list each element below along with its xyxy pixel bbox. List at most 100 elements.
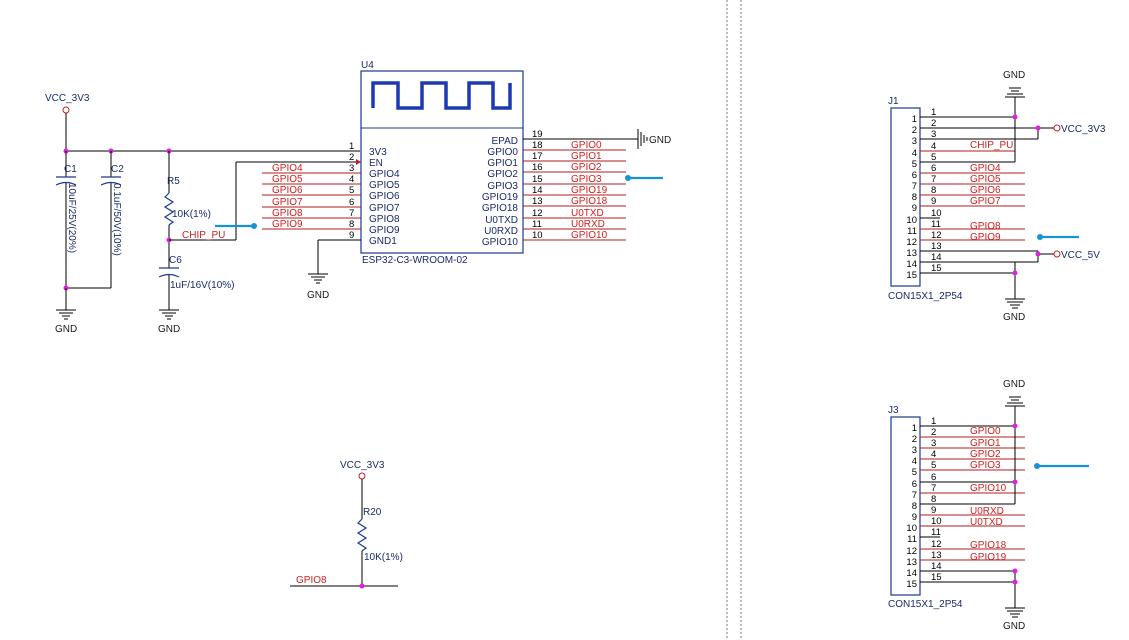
junction-dot [359,583,365,589]
svg-text:1: 1 [912,114,917,125]
net-label: GPIO6 [272,185,303,196]
svg-text:1: 1 [931,416,936,427]
net-label: GPIO19 [571,185,608,196]
svg-text:GPIO10: GPIO10 [482,237,519,248]
svg-text:15: 15 [931,263,942,274]
u4-pin-left: 9 GND1 [318,230,397,247]
u4-pin-right: 17 GPIO1 GPIO1 [487,151,626,169]
svg-text:8: 8 [931,185,936,196]
svg-text:2: 2 [912,125,917,136]
svg-text:1: 1 [349,141,354,152]
svg-text:11: 11 [931,219,941,230]
gnd-label: GND [1003,70,1025,81]
u4-pin-right: 19 EPAD [492,129,638,147]
gnd-label: GND [649,135,671,146]
svg-text:13: 13 [931,241,942,252]
gnd-symbol-j3-top: GND [940,379,1025,505]
svg-text:GPIO0: GPIO0 [487,147,518,158]
svg-text:9: 9 [931,196,936,207]
u4-pin-right: 15 GPIO3 GPIO3 [487,174,626,192]
net-label: GPIO9 [970,232,1001,243]
svg-text:10: 10 [906,523,917,534]
r5-ref: R5 [167,176,180,187]
svg-text:17: 17 [532,151,543,162]
resistor-r20: R20 10K(1%) [356,507,403,586]
gnd-label: GND [307,290,329,301]
svg-text:GPIO9: GPIO9 [369,225,400,236]
u4-pin-left: 7 GPIO8 GPIO8 [262,208,400,225]
j1-ref: J1 [888,96,899,107]
svg-text:8: 8 [931,494,936,505]
gnd-label: GND [1003,379,1025,390]
u4-pin-right: 14 GPIO19 GPIO19 [482,185,626,203]
gnd-symbol-u4: GND [307,240,329,301]
svg-text:2: 2 [912,434,917,445]
capacitor-c2: C2 0.1uF/50V(10%) [100,151,124,288]
net-label: GPIO9 [272,219,303,230]
u4-pin-left: 6 GPIO7 GPIO7 [262,197,400,214]
svg-text:7: 7 [931,483,936,494]
junction-dot [1012,568,1018,574]
net-label: CHIP_PU [970,140,1013,151]
svg-text:9: 9 [912,512,917,523]
blue-marker-dot [251,223,257,229]
net-label: GPIO7 [272,197,303,208]
svg-text:12: 12 [931,230,942,241]
svg-text:GPIO19: GPIO19 [482,192,519,203]
svg-text:GPIO8: GPIO8 [369,214,400,225]
c2-value: 0.1uF/50V(10%) [111,183,122,256]
gnd-label: GND [55,324,77,335]
junction-dot [1035,251,1041,257]
net-label: GPIO18 [970,540,1007,551]
net-label: U0RXD [571,219,605,230]
connector-j3: J3 CON15X1_2P54 [888,405,963,610]
svg-text:9: 9 [912,203,917,214]
capacitor-c6: C6 1uF/16V(10%) [158,255,234,310]
vcc33-label: VCC_3V3 [340,460,385,471]
svg-text:19: 19 [532,129,543,140]
r5-value: 10K(1%) [172,209,211,220]
svg-text:6: 6 [931,163,936,174]
net-label: GPIO5 [970,174,1001,185]
net-label: U0TXD [571,208,604,219]
r20-value: 10K(1%) [364,552,403,563]
svg-text:EPAD: EPAD [492,136,519,147]
junction-dot [1012,479,1018,485]
vcc33-label: VCC_3V3 [1061,124,1106,135]
net-label: GPIO6 [970,185,1001,196]
connector-j1: J1 CON15X1_2P54 [888,96,963,302]
svg-text:4: 4 [931,449,936,460]
junction-dot [1012,114,1018,120]
gnd-label: GND [1003,312,1025,323]
svg-text:3: 3 [912,136,917,147]
svg-text:GPIO18: GPIO18 [482,203,519,214]
svg-text:14: 14 [906,259,917,270]
svg-text:12: 12 [906,237,917,248]
vcc33-power-port: VCC_3V3 [45,93,90,151]
svg-text:2: 2 [931,118,936,129]
junction-dot [1012,579,1018,585]
pin-arrow [356,159,361,165]
j1-pin: 33 [912,129,1038,147]
svg-text:6: 6 [931,472,936,483]
svg-text:15: 15 [906,270,917,281]
svg-text:GPIO4: GPIO4 [369,169,400,180]
svg-text:2: 2 [349,152,354,163]
svg-text:4: 4 [912,456,917,467]
gnd-symbol-j1-bottom: GND [1003,262,1025,323]
esp32-module-u4: U4 ESP32-C3-WROOM-02 [360,60,524,266]
j3-part-name: CON15X1_2P54 [888,599,963,610]
u4-pin-left: 4 GPIO5 GPIO5 [262,174,400,191]
net-label: GPIO1 [970,438,1001,449]
svg-text:1: 1 [912,423,917,434]
svg-text:GPIO1: GPIO1 [487,158,518,169]
svg-text:7: 7 [931,174,936,185]
net-label: GPIO3 [571,174,602,185]
net-label: GPIO0 [970,426,1001,437]
